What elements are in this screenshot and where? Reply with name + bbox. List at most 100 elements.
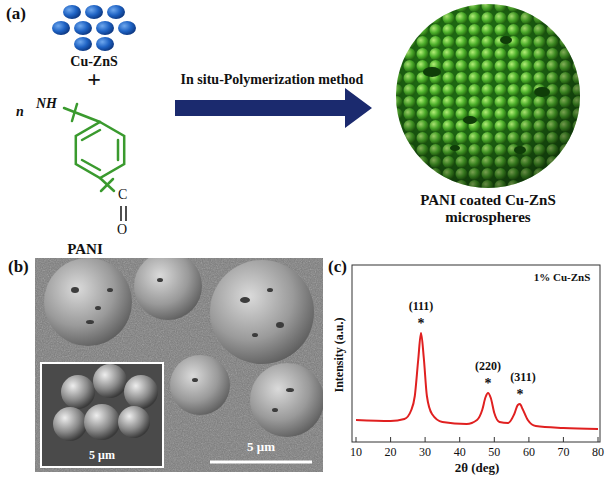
tick-label: 10 [350,446,362,459]
tick-label: 20 [385,446,397,459]
inset-frame: 5 μm [40,362,164,468]
coated-microsphere [396,4,580,188]
pani-structure [100,178,114,191]
xrd-chart [352,265,600,442]
sem-micrograph [35,258,323,472]
repeat-index: n [16,104,24,119]
nanoparticle-cluster [74,37,92,51]
sem-inset [61,375,95,409]
sem-micrograph [44,258,132,346]
sample-label: 1% Cu-ZnS [534,271,591,283]
coated-microsphere [396,4,580,188]
sem-inset [124,375,158,409]
nanoparticle-cluster [74,21,92,35]
axis-title: 2θ (deg) [455,461,500,475]
coated-microsphere [500,36,512,44]
pani-structure [101,179,113,191]
sem-micrograph [134,258,202,320]
sem-inset [40,362,164,468]
panel-label: (b) [8,258,29,277]
nanoparticle-cluster [52,21,70,35]
sem-micrograph [267,288,273,292]
sem-inset [53,407,87,441]
sem-micrograph [71,278,294,412]
peak-marker: * [418,316,425,331]
tick-label: 30 [419,446,431,459]
tick-label: 70 [557,446,569,459]
nanoparticle-cluster [96,37,114,51]
coated-microsphere [450,145,460,151]
sem-micrograph [240,297,250,303]
material-name: PANI [67,241,103,258]
atom-label: O [117,222,127,237]
axis-tick [598,437,599,442]
product-label: PANI coated Cu-ZnS microspheres [398,192,578,225]
peak-marker: * [517,387,524,402]
nanoparticle-cluster [118,21,136,35]
pani-structure [64,108,100,122]
pani-structure [117,140,120,160]
sem-micrograph [107,288,113,292]
sem-micrograph [95,306,101,310]
sem-inset [40,362,164,468]
axis-tick [425,437,426,442]
pani-structure [82,130,100,140]
pani-structure [82,160,100,170]
sem-micrograph [170,355,230,415]
pani-structure [76,122,124,178]
nanoparticle-cluster [52,5,136,51]
carbonyl-bond [121,206,126,221]
tick-label: 80 [592,446,604,459]
sem-micrograph [272,408,278,412]
atom-label: NH [36,96,57,111]
axis-tick [563,437,564,442]
panel-label: (a) [6,5,26,24]
sem-micrograph [71,287,79,293]
sem-micrograph [252,333,258,337]
peak-label: (220) [475,360,501,373]
coated-microsphere [423,67,441,77]
nanoparticle-cluster [85,5,103,19]
axis-tick [528,437,529,442]
axis-tick [356,437,357,442]
nanoparticle-cluster [96,21,114,35]
nanoparticle-cluster [107,5,125,19]
sem-inset [118,406,150,438]
process-label: In situ-Polymerization method [181,72,364,87]
axis-tick [390,437,391,442]
sem-inset [93,364,127,398]
pani-structure [64,104,124,191]
nanoparticle-cluster [63,5,81,19]
scale-bar-label: 5 μm [89,448,115,463]
sem-micrograph [210,260,314,364]
pani-structure [72,104,77,121]
sem-micrograph [157,278,163,282]
carbonyl-bond [120,206,122,221]
peak-label: (311) [510,371,535,384]
atom-label: C [118,187,127,202]
sem-micrograph [286,388,294,392]
xrd-chart [352,265,600,442]
sem-micrograph [86,320,94,324]
panel-label: (c) [328,258,347,277]
coated-microsphere [534,87,550,97]
peak-marker: * [485,376,492,391]
sem-micrograph [210,461,312,464]
axis-tick [494,437,495,442]
sem-inset [84,404,120,440]
sem-micrograph [192,378,198,382]
carbonyl-bond [125,206,127,221]
sem-micrograph [250,363,323,437]
coated-microsphere [514,146,526,154]
scale-bar-label: 5 μm [247,440,275,454]
plus-sign: + [87,66,101,92]
sem-micrograph [276,322,284,328]
coated-microsphere [463,116,477,124]
coated-microsphere [396,4,580,188]
axis-tick [459,437,460,442]
peak-label: (111) [409,300,434,313]
xrd-curve [356,333,598,429]
tick-label: 50 [488,446,500,459]
tick-label: 60 [523,446,535,459]
